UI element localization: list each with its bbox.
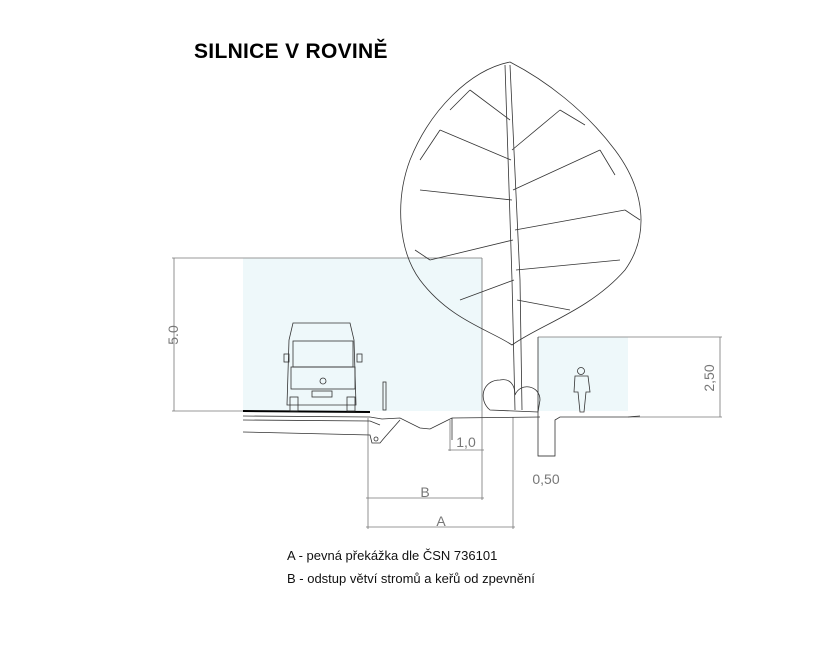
drawing-title: SILNICE V ROVINĚ [194,40,388,63]
truck-icon [283,322,363,412]
tree-icon [400,61,642,413]
legend-b: B - odstup větví stromů a keřů od zpevně… [287,571,535,586]
road-profile [242,337,641,457]
dim-b-label: B [420,484,429,500]
offset-1-label: 1,0 [456,434,476,450]
sidewalk-height-label: 2,50 [701,364,717,391]
pedestrian-icon [573,367,591,413]
legend-a: A - pevná překážka dle ČSN 736101 [287,548,498,563]
clearance-height-label: 5.0 [165,325,181,345]
road-clearance-zone [243,258,482,411]
dimension-lines [172,257,722,529]
dim-a-label: A [436,513,446,529]
offset-2-label: 0,50 [532,471,559,487]
